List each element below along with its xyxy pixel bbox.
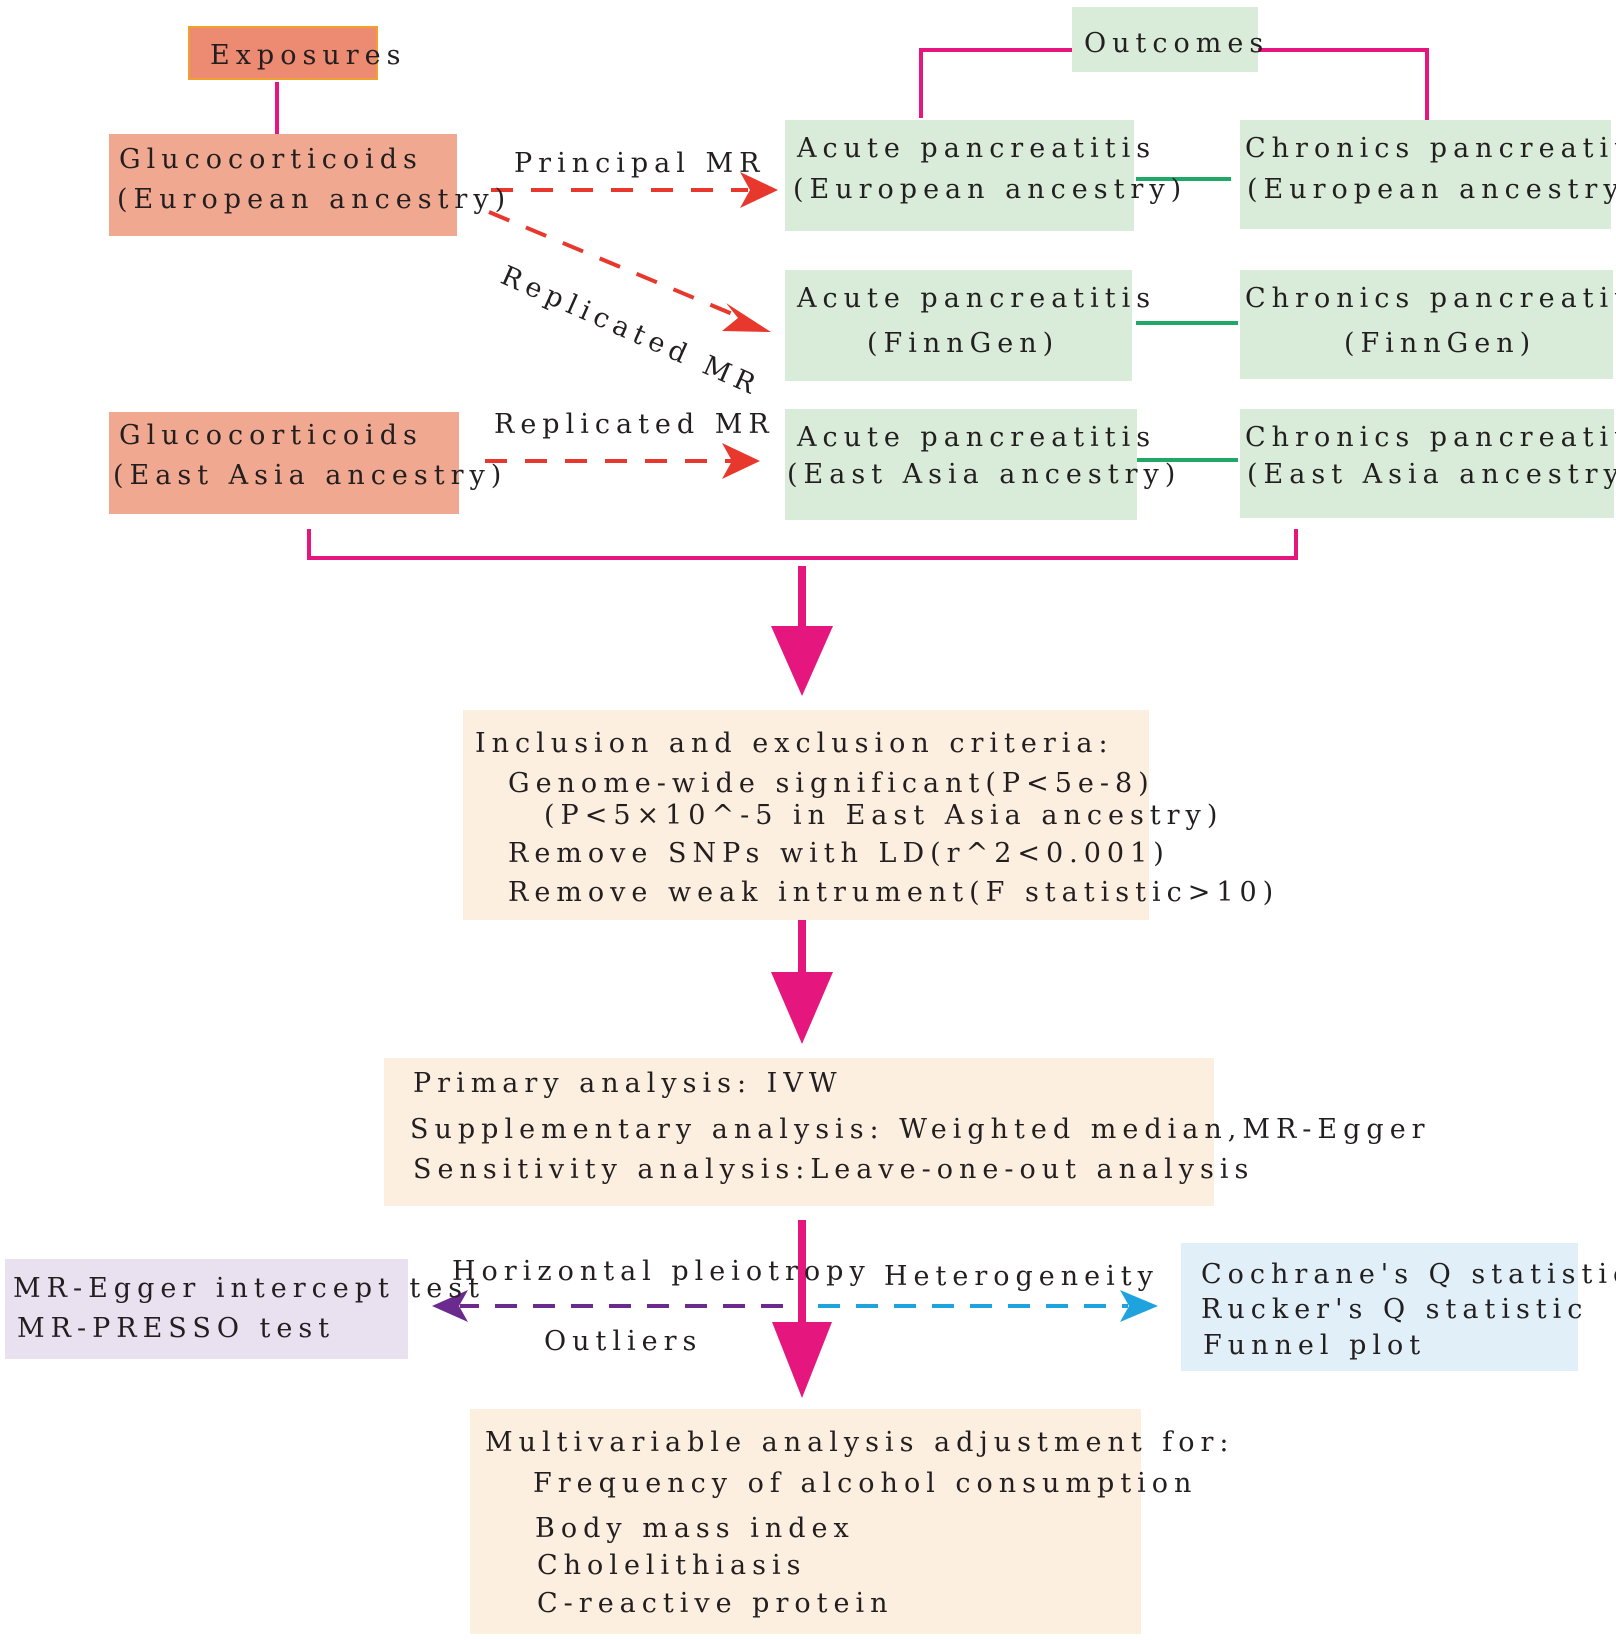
acute-european-line-1: Acute pancreatitis	[797, 133, 1157, 164]
principal-mr-label: Principal MR	[514, 148, 766, 179]
exposure-european-line-1: Glucocorticoids	[119, 144, 423, 175]
exposures-header-box: Exposures	[188, 26, 400, 80]
outcomes-header-box: Outcomes	[1072, 7, 1263, 72]
criteria-box: Inclusion and exclusion criteria: Genome…	[463, 710, 1273, 920]
exposures-header: Exposures	[210, 40, 407, 71]
analysis-line-2: Supplementary analysis: Weighted median,…	[410, 1114, 1431, 1145]
acute-east-asia-line-1: Acute pancreatitis	[797, 422, 1157, 453]
multivariable-line-1: Frequency of alcohol consumption	[533, 1468, 1198, 1499]
pleiotropy-arrowhead	[432, 1290, 468, 1322]
heterogeneity-label: Heterogeneity	[884, 1261, 1159, 1292]
pleiotropy-label: Horizontal pleiotropy	[452, 1256, 871, 1287]
exposure-east-asia-line-2: (East Asia ancestry)	[113, 460, 508, 491]
heterogeneity-tests-box: Cochrane's Q statistic Rucker's Q statis…	[1181, 1243, 1616, 1371]
criteria-line-1: Genome-wide significant(P<5e-8)	[508, 768, 1155, 799]
multivariable-line-3: Cholelithiasis	[537, 1550, 807, 1581]
heterogeneity-test-1: Cochrane's Q statistic	[1201, 1259, 1616, 1290]
exposure-east-asia-line-1: Glucocorticoids	[119, 420, 423, 451]
acute-european-line-2: (European ancestry)	[793, 174, 1188, 205]
analysis-box: Primary analysis: IVW Supplementary anal…	[384, 1058, 1425, 1206]
outliers-label: Outliers	[544, 1326, 703, 1357]
chronic-finngen-box: Chronics pancreatitis (FinnGen)	[1240, 270, 1616, 379]
analysis-line-1: Primary analysis: IVW	[413, 1068, 843, 1099]
chronic-east-asia-box: Chronics pancreatitis (East Asia ancestr…	[1240, 409, 1616, 518]
analysis-line-3: Sensitivity analysis:Leave-one-out analy…	[413, 1154, 1255, 1185]
multivariable-line-4: C-reactive protein	[537, 1588, 894, 1619]
replicated-mr-east-asia-arrowhead	[722, 443, 760, 479]
acute-east-asia-box: Acute pancreatitis (East Asia ancestry)	[785, 409, 1175, 520]
down-arrow-1-head	[771, 626, 833, 696]
exposure-east-asia-box: Glucocorticoids (East Asia ancestry)	[109, 412, 501, 514]
chronic-east-asia-line-1: Chronics pancreatitis	[1245, 422, 1616, 453]
multivariable-line-2: Body mass index	[535, 1513, 855, 1544]
pleiotropy-test-1: MR-Egger intercept test	[13, 1273, 485, 1304]
exposure-european-box: Glucocorticoids (European ancestry)	[109, 134, 505, 236]
replicated-mr-east-asia-label: Replicated MR	[494, 409, 775, 440]
criteria-title: Inclusion and exclusion criteria:	[475, 728, 1114, 759]
heterogeneity-arrowhead	[1120, 1290, 1158, 1322]
replicated-mr-finngen-arrowhead	[722, 303, 771, 332]
bottom-bracket	[307, 529, 1298, 560]
chronic-european-line-1: Chronics pancreatitis	[1245, 133, 1616, 164]
replicated-mr-finngen-arrow	[488, 210, 743, 320]
principal-mr-arrowhead	[740, 172, 778, 208]
acute-finngen-box: Acute pancreatitis (FinnGen)	[785, 270, 1150, 381]
outcomes-bracket	[919, 48, 1072, 118]
chronic-european-box: Chronics pancreatitis (European ancestry…	[1240, 120, 1616, 229]
acute-finngen-line-2: (FinnGen)	[867, 328, 1060, 359]
outcomes-header: Outcomes	[1084, 28, 1270, 59]
outcomes-bracket-right	[1256, 48, 1429, 124]
chronic-european-line-2: (European ancestry)	[1247, 174, 1616, 205]
exposure-european-line-2: (European ancestry)	[117, 184, 512, 215]
acute-east-asia-line-2: (East Asia ancestry)	[787, 459, 1182, 490]
pleiotropy-test-2: MR-PRESSO test	[17, 1313, 336, 1344]
chronic-finngen-line-2: (FinnGen)	[1344, 328, 1537, 359]
criteria-line-4: Remove weak intrument(F statistic>10)	[508, 877, 1280, 908]
down-arrow-2-head	[771, 972, 833, 1044]
heterogeneity-test-3: Funnel plot	[1203, 1330, 1427, 1361]
acute-finngen-line-1: Acute pancreatitis	[797, 283, 1157, 314]
multivariable-title: Multivariable analysis adjustment for:	[485, 1427, 1235, 1458]
criteria-line-3: Remove SNPs with LD(r^2<0.001)	[508, 838, 1170, 869]
criteria-line-2: (P<5×10^-5 in East Asia ancestry)	[544, 800, 1224, 831]
heterogeneity-test-2: Rucker's Q statistic	[1201, 1294, 1589, 1325]
down-arrow-3-head	[772, 1322, 832, 1398]
chronic-finngen-line-1: Chronics pancreatitis	[1245, 283, 1616, 314]
pleiotropy-tests-box: MR-Egger intercept test MR-PRESSO test	[5, 1259, 479, 1359]
multivariable-box: Multivariable analysis adjustment for: F…	[470, 1409, 1229, 1634]
chronic-east-asia-line-2: (East Asia ancestry)	[1247, 459, 1616, 490]
acute-european-box: Acute pancreatitis (European ancestry)	[785, 120, 1181, 231]
